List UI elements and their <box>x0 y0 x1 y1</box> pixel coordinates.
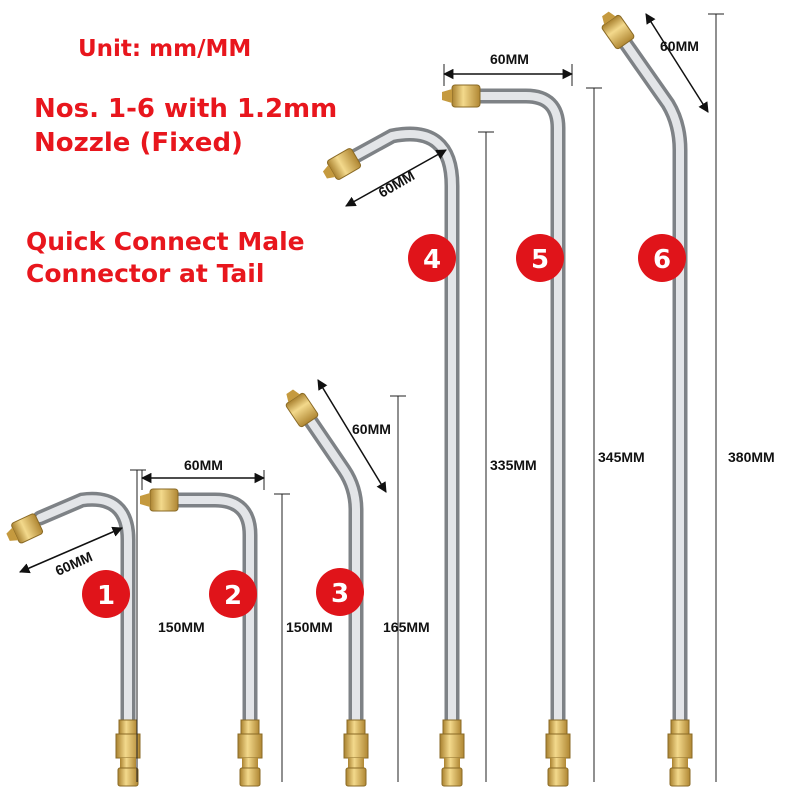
svg-text:3: 3 <box>331 579 349 609</box>
wand-3-number-badge: 3 <box>316 568 364 616</box>
wand-2-length-label: 150MM <box>286 619 333 635</box>
wand-1-bend-label: 60MM <box>53 548 95 578</box>
wand-2-bend-label: 60MM <box>184 457 223 473</box>
wand-6-quick-connector <box>667 719 693 787</box>
wand-3-quick-connector <box>343 719 369 787</box>
wand-2-quick-connector <box>237 719 263 787</box>
wand-1: 60MM 150MM 1 <box>6 469 205 787</box>
wand-6-bend-dimension <box>645 13 709 113</box>
wand-1-bend-dimension <box>19 526 123 574</box>
nozzle-note-line-2: Nozzle (Fixed) <box>34 128 243 158</box>
svg-text:1: 1 <box>97 581 115 611</box>
wand-5-nozzle <box>442 84 481 108</box>
wand-5-bend-label: 60MM <box>490 51 529 67</box>
wand-4: 60MM 335MM 4 <box>322 126 537 787</box>
wand-1-number-badge: 1 <box>82 570 130 618</box>
wand-3-bend-dimension <box>317 379 387 493</box>
wand-6-length-label: 380MM <box>728 449 775 465</box>
svg-text:4: 4 <box>423 245 441 275</box>
wand-4-bend-label: 60MM <box>376 167 418 200</box>
wand-2: 60MM 150MM 2 <box>140 457 333 787</box>
wand-4-length-label: 335MM <box>490 457 537 473</box>
connector-note: Quick Connect Male Connector at Tail <box>26 226 305 290</box>
nozzle-note-line-1: Nos. 1-6 with 1.2mm <box>34 94 338 124</box>
svg-text:2: 2 <box>224 581 242 611</box>
wand-4-quick-connector <box>439 719 465 787</box>
wand-3-length-label: 165MM <box>383 619 430 635</box>
wand-2-number-badge: 2 <box>209 570 257 618</box>
unit-heading: Unit: mm/MM <box>78 36 252 62</box>
wand-3-bend-label: 60MM <box>352 421 391 437</box>
wand-5-length-label: 345MM <box>598 449 645 465</box>
wand-6-nozzle <box>601 11 635 50</box>
connector-note-line-2: Connector at Tail <box>26 259 265 288</box>
nozzle-note: Nos. 1-6 with 1.2mm Nozzle (Fixed) <box>34 92 337 160</box>
svg-text:6: 6 <box>653 245 671 275</box>
wand-3-nozzle <box>285 389 319 428</box>
wand-6-bend-label: 60MM <box>660 38 699 54</box>
wand-5: 60MM 345MM 5 <box>442 51 645 787</box>
wand-6-tube <box>618 36 688 730</box>
wand-5-tube <box>466 88 566 730</box>
wand-1-quick-connector <box>115 719 141 787</box>
wand-3: 60MM 165MM 3 <box>285 379 430 787</box>
wand-1-length-label: 150MM <box>158 619 205 635</box>
wand-4-bend-dimension <box>345 149 447 207</box>
wand-6: 60MM 380MM 6 <box>601 11 775 787</box>
wand-2-nozzle <box>140 488 179 512</box>
wand-5-number-badge: 5 <box>516 234 564 282</box>
wand-4-number-badge: 4 <box>408 234 456 282</box>
wand-6-number-badge: 6 <box>638 234 686 282</box>
wand-5-quick-connector <box>545 719 571 787</box>
svg-text:5: 5 <box>531 245 549 275</box>
connector-note-line-1: Quick Connect Male <box>26 227 305 256</box>
